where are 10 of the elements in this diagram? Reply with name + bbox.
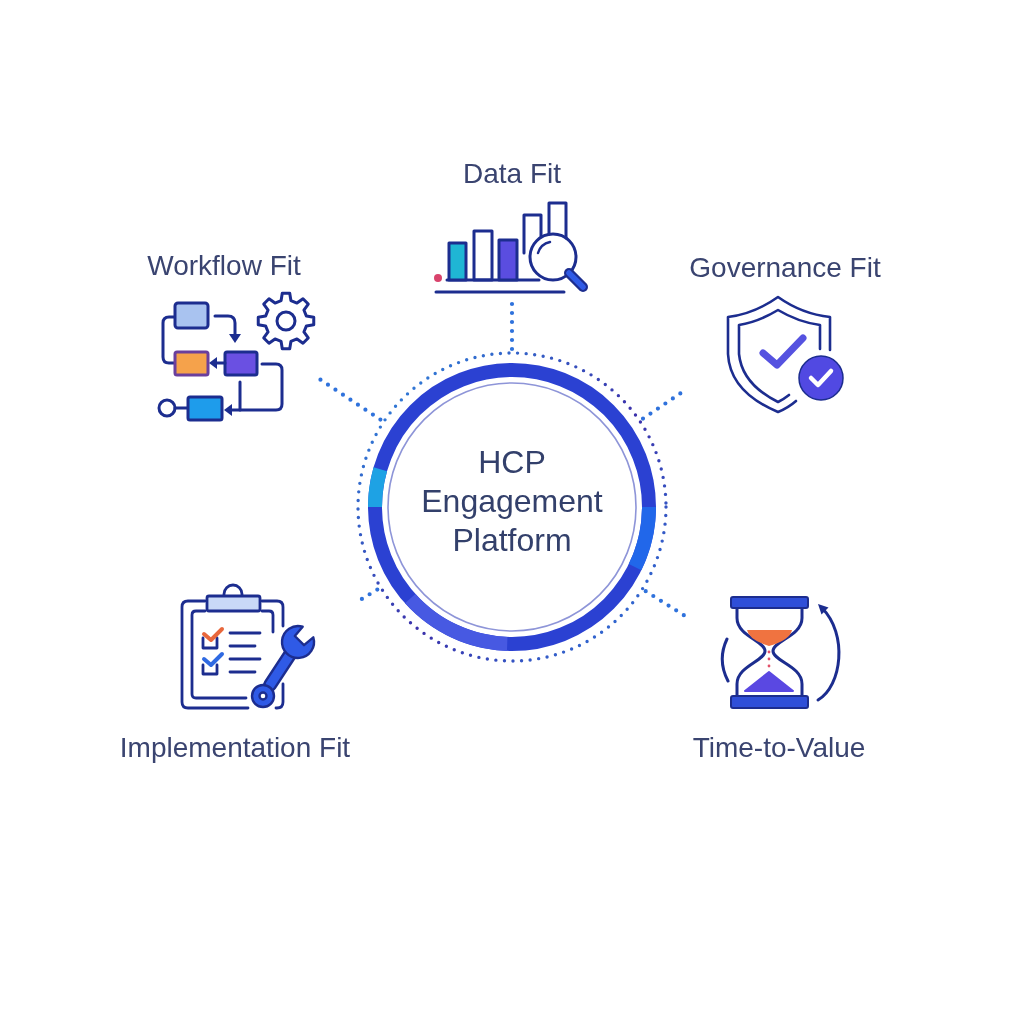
dotted-connector [357,587,380,603]
dotted-connector [640,390,685,421]
category-label: Governance Fit [689,252,881,284]
hub-label: HCP Engagement Platform [420,442,604,560]
category-label: Time-to-Value [692,732,866,764]
dotted-connector [317,377,383,422]
category-label: Implementation Fit [119,732,351,764]
category-label: Workflow Fit [147,250,301,282]
dotted-connector [643,589,687,618]
category-label: Data Fit [463,158,561,190]
